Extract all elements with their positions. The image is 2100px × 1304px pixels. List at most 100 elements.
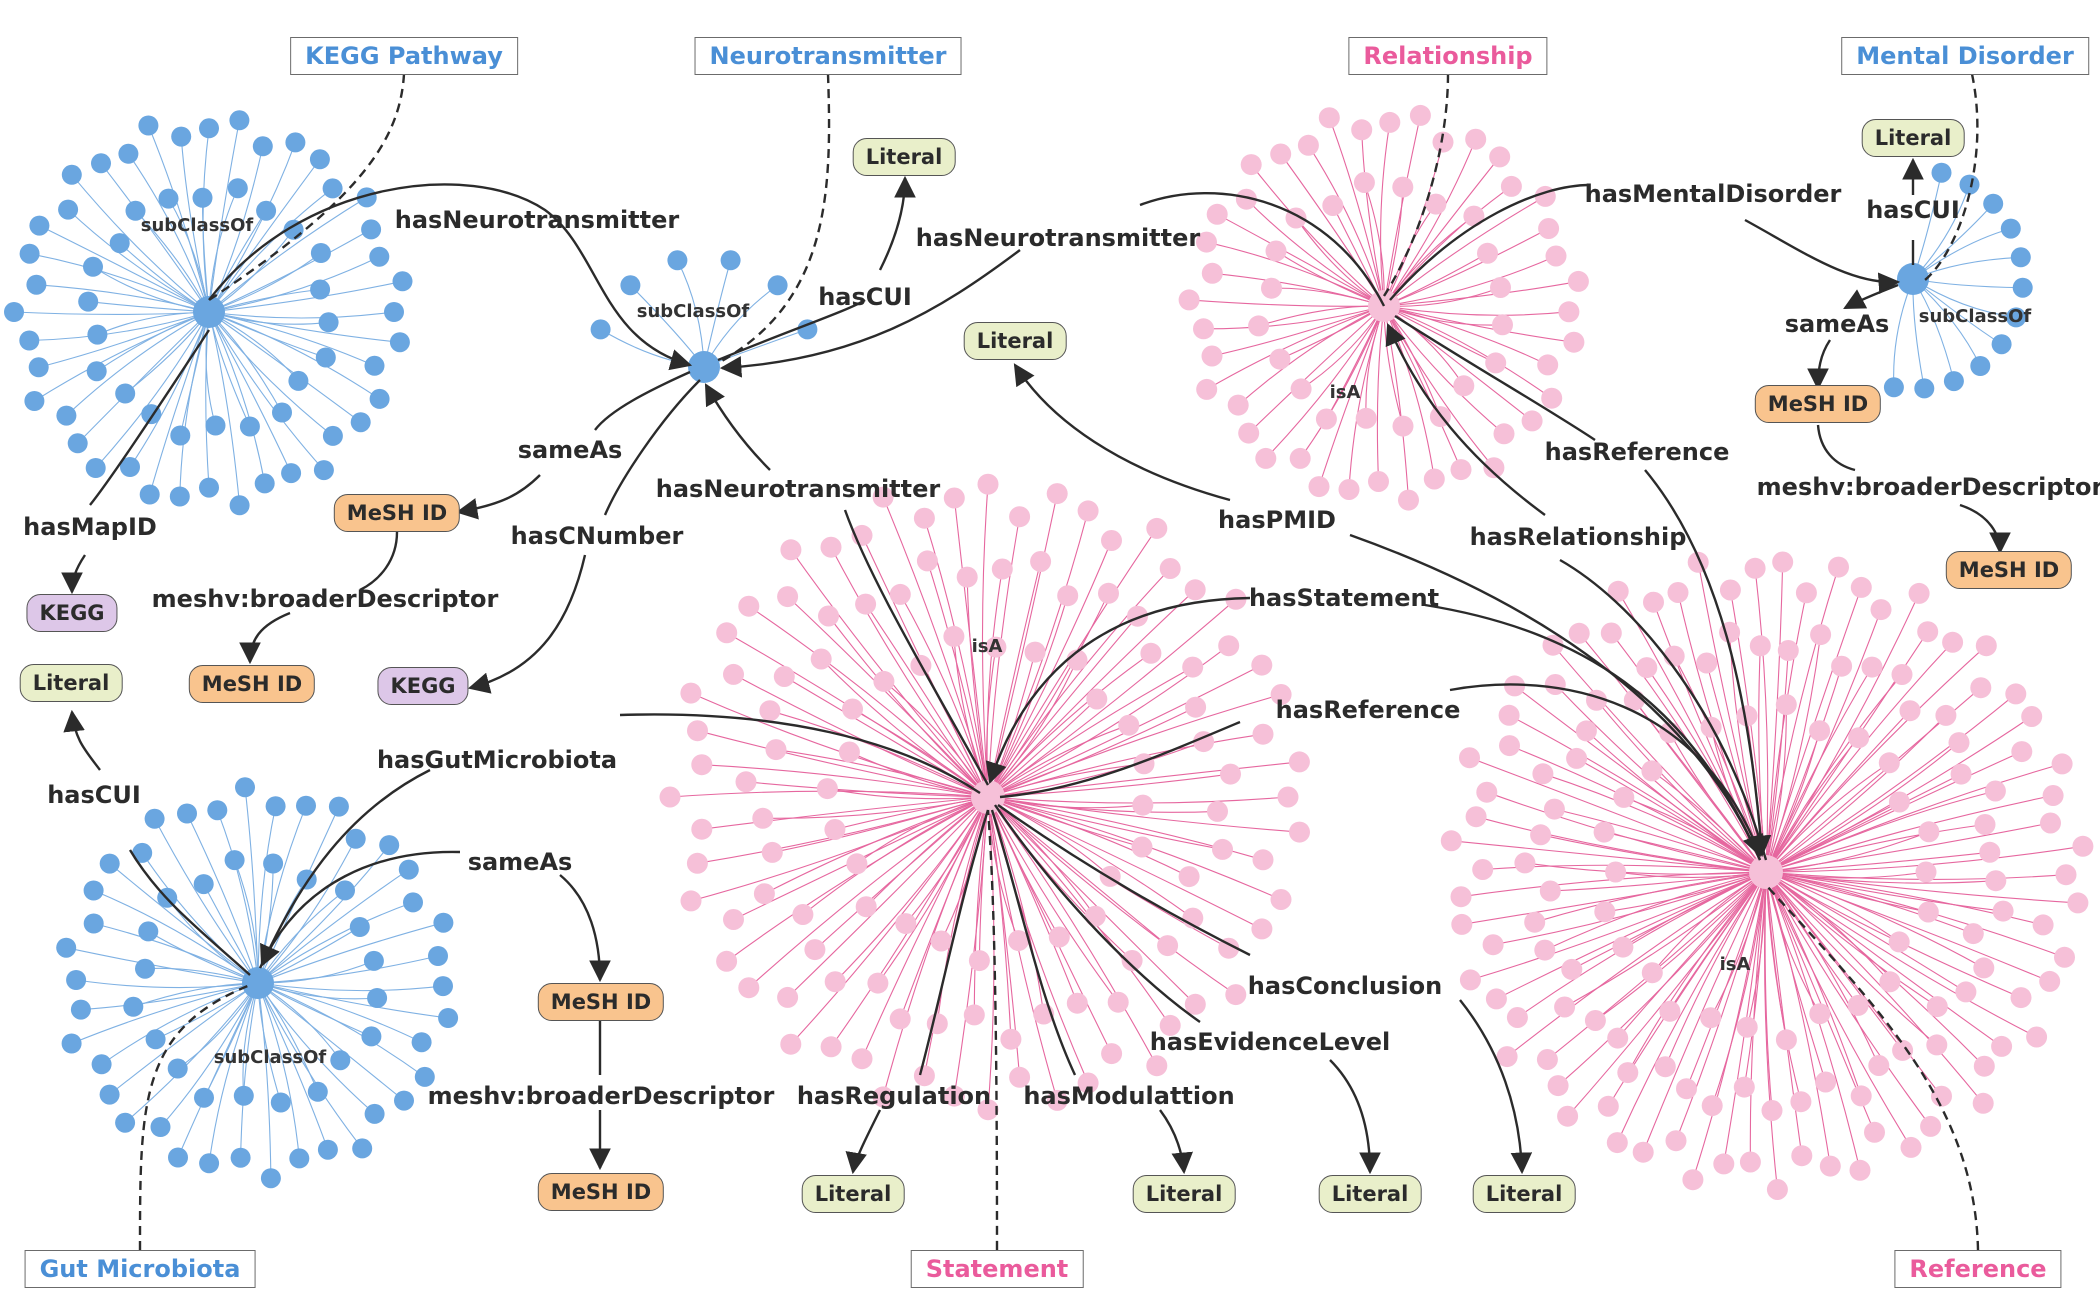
instance-node	[1536, 1049, 1558, 1070]
instance-edge	[29, 311, 210, 342]
instance-node	[1423, 468, 1445, 490]
instance-node	[2026, 1026, 2048, 1048]
instance-edge	[883, 680, 989, 798]
instance-edge	[1765, 674, 1903, 873]
instance-node	[233, 1085, 254, 1106]
instance-node	[169, 486, 190, 507]
label-ref-has-relationship: hasRelationship	[1470, 523, 1687, 551]
instance-edge	[1451, 840, 1767, 873]
instance-edge	[1376, 305, 1385, 482]
instance-node	[254, 473, 275, 494]
instance-edge	[1383, 305, 1505, 435]
instance-edge	[865, 603, 989, 798]
instance-node	[123, 996, 144, 1017]
instance-node	[1066, 992, 1088, 1014]
instance-edge	[987, 666, 1193, 798]
instance-edge	[208, 311, 395, 319]
edge-stmt-has-neurotransmitter-2	[704, 383, 771, 471]
instance-node	[235, 777, 255, 798]
instance-node	[1942, 631, 1964, 653]
label-ref-has-pmid: hasPMID	[1218, 506, 1336, 534]
instance-node	[1831, 655, 1853, 677]
instance-node	[1261, 277, 1282, 299]
instance-node	[83, 256, 103, 277]
instance-edge	[987, 796, 1119, 1003]
instance-node	[1463, 205, 1485, 227]
mesh-id-node-md: MeSH ID	[1754, 385, 1882, 423]
instance-edge	[745, 781, 989, 798]
instance-node	[759, 700, 781, 722]
instance-node	[199, 1153, 220, 1174]
instance-node	[913, 1065, 935, 1087]
instance-node	[797, 319, 818, 340]
instance-node	[1490, 277, 1511, 298]
instance-node	[398, 859, 419, 880]
instance-edge	[630, 284, 705, 368]
instance-edge	[987, 693, 1282, 798]
instance-node	[667, 250, 688, 271]
instance-edge	[257, 982, 426, 1078]
instance-node	[1086, 688, 1108, 710]
instance-edge	[1765, 871, 1927, 879]
instance-node	[281, 463, 302, 484]
instance-node	[433, 976, 453, 997]
instance-node	[1252, 849, 1274, 871]
instance-edge	[29, 253, 210, 313]
cluster-reference	[1440, 551, 2094, 1200]
instance-node	[1077, 500, 1099, 522]
edge-nt-broader	[359, 531, 399, 592]
edge-gm-same-as	[258, 850, 461, 969]
mesh-id-node-md-broader: MeSH ID	[1945, 551, 2073, 589]
instance-node	[1534, 939, 1556, 961]
instance-node	[767, 275, 788, 296]
instance-node	[1121, 950, 1143, 971]
instance-node	[144, 808, 165, 829]
instance-node	[1498, 704, 1520, 726]
instance-node	[224, 850, 245, 871]
instance-node	[872, 1086, 894, 1108]
instance-node	[205, 415, 226, 436]
literal-node-nt-cui: Literal	[852, 138, 956, 176]
instance-node	[1926, 996, 1948, 1018]
instance-edge	[257, 982, 444, 992]
hub-labels: subClassOf subClassOf subClassOf subClas…	[141, 215, 2032, 1068]
instance-node	[1440, 830, 1462, 852]
instance-node	[2055, 864, 2077, 886]
instance-edge	[1250, 164, 1385, 307]
instance-edge	[208, 311, 326, 359]
instance-node	[1240, 154, 1262, 176]
instance-node	[1450, 459, 1472, 481]
instance-node	[315, 347, 336, 368]
instance-node	[56, 937, 77, 958]
instance-edge	[109, 982, 259, 1096]
instance-node	[1991, 1035, 2013, 1057]
instance-node	[1220, 763, 1241, 785]
instance-edge	[208, 311, 251, 427]
instance-node	[1744, 557, 1766, 579]
instance-node	[1451, 913, 1473, 935]
instance-node	[1277, 786, 1299, 808]
instance-edge	[257, 982, 405, 1102]
edge-stmt-has-evidence-level	[994, 804, 1201, 1023]
instance-node	[1733, 1076, 1755, 1098]
instance-node	[1975, 635, 1997, 657]
instance-edge	[208, 311, 334, 437]
edge-kegg-has-neurotransmitter	[208, 183, 693, 371]
instance-node	[1791, 1145, 1813, 1167]
edge-gm-same-as-2	[559, 874, 611, 983]
instance-node	[2054, 946, 2075, 968]
instance-edge	[1912, 278, 1955, 382]
edge-kegg-has-mapid	[89, 329, 211, 506]
instance-edge	[203, 883, 259, 984]
instance-edge	[1743, 871, 1767, 1088]
instance-node	[361, 1026, 382, 1047]
instance-edge	[1469, 757, 1767, 873]
instance-node	[720, 250, 741, 271]
instance-node	[1879, 971, 1901, 993]
instance-edge	[1765, 871, 2037, 1038]
edge-stmt-has-conclusion-2	[1459, 999, 1533, 1175]
instance-node	[1962, 923, 1984, 945]
mesh-id-node-nt-broader: MeSH ID	[188, 665, 316, 703]
instance-node	[1000, 1028, 1022, 1050]
instance-edge	[748, 796, 989, 989]
